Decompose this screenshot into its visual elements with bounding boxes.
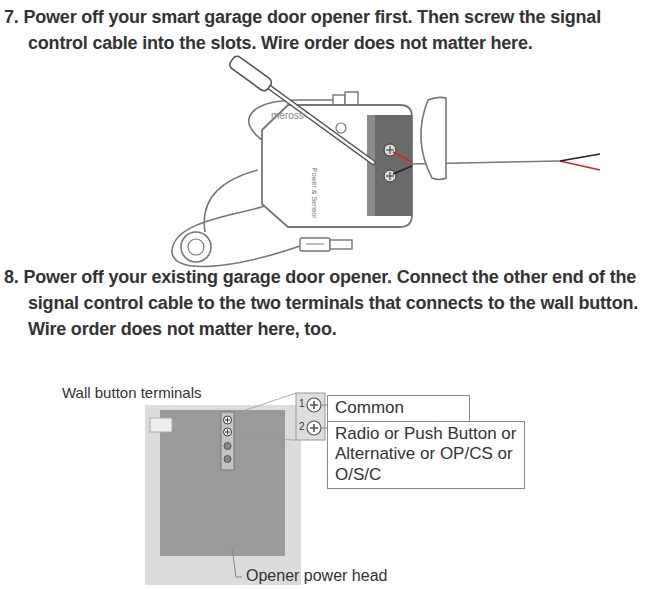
terminal-screws [384,144,396,182]
led [336,123,346,133]
step-text: 8. Power off your existing garage door o… [4,264,656,342]
power-head-frame [145,405,301,585]
terminal-strip [221,412,234,470]
callout-box: Common [327,395,470,422]
zoom-lines [234,393,296,440]
terminal-number: 1 [299,398,305,410]
terminal-label-strip [367,115,375,216]
usb-plug [300,238,352,251]
callout-box: Radio or Push Button or Alternative or O… [327,421,525,489]
power-head-tab [150,418,172,432]
part-label: Wall button terminals [62,384,202,402]
power-head [160,410,285,556]
sensor-cable [204,170,258,232]
terminal-number: 2 [299,421,305,433]
leader-line [232,548,242,577]
detail-screws [307,398,321,435]
callout-text: Radio or Push Button or Alternative or O… [335,424,517,485]
head-terminals [224,416,232,463]
brand-text: meross [271,110,304,122]
device-body [262,105,412,227]
cover [421,97,446,179]
part-label: Opener power head [246,566,387,585]
screwdriver [228,54,379,169]
terminal-detail [296,393,325,440]
callout-text: Common [335,398,462,418]
round-sensor [181,232,211,262]
step-text: 7. Power off your smart garage door open… [4,4,656,56]
port-label: Power & Sensor [310,168,318,219]
